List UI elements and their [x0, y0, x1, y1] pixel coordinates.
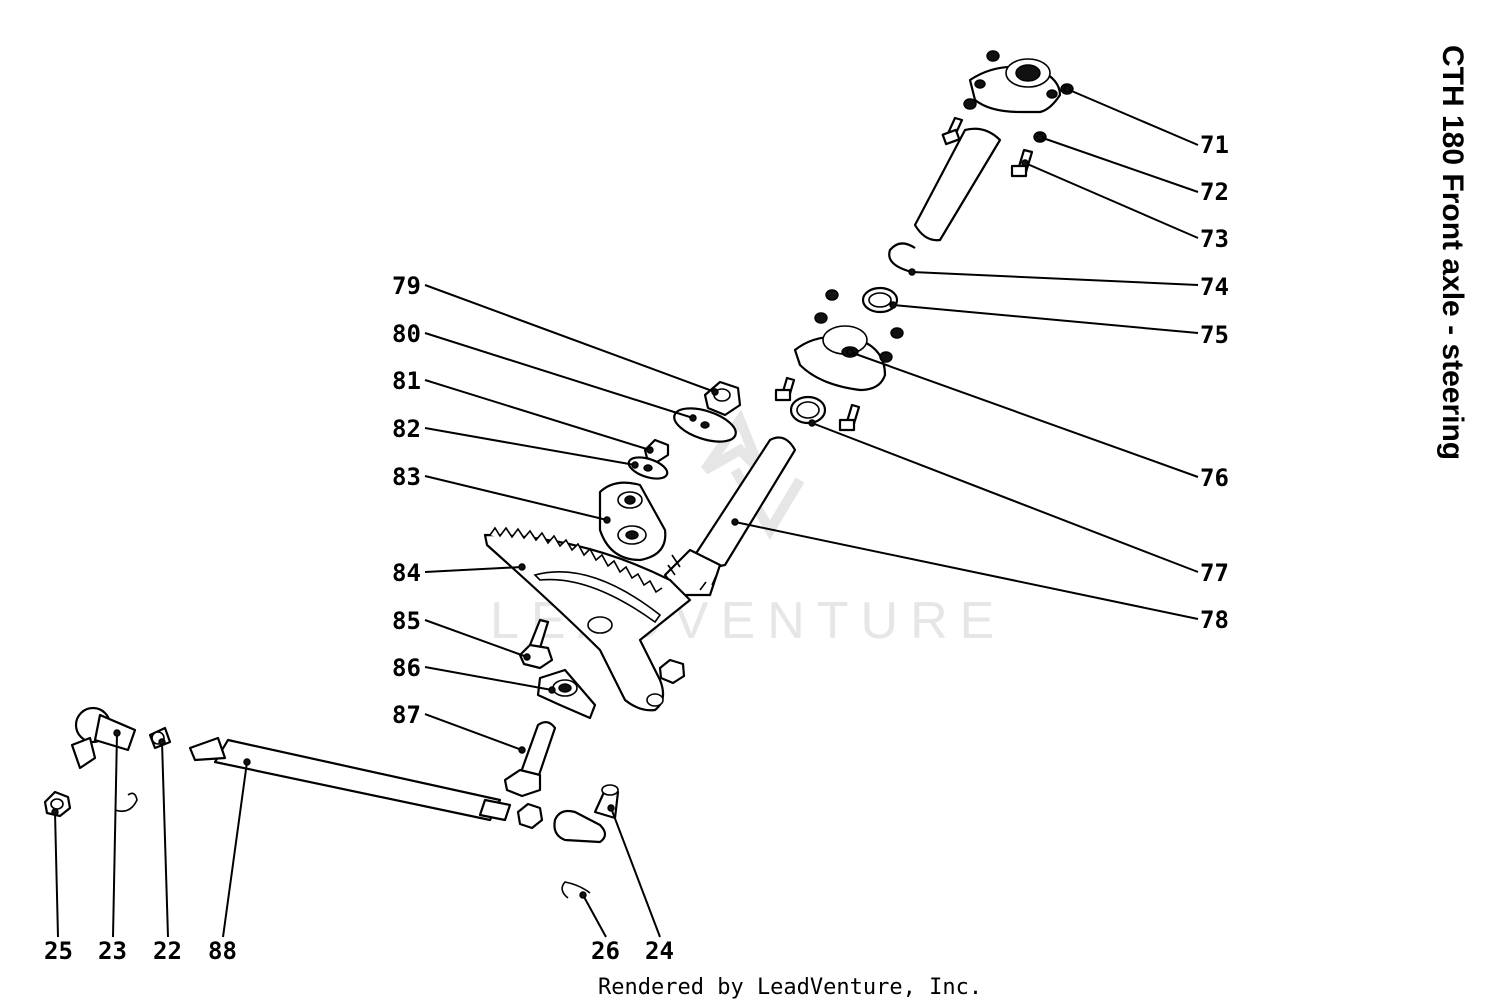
callout-77: 77	[1200, 559, 1229, 587]
callout-76: 76	[1200, 464, 1229, 492]
callout-87: 87	[392, 701, 421, 729]
drag-link-88	[188, 736, 512, 822]
callout-74: 74	[1200, 273, 1229, 301]
callout-73: 73	[1200, 225, 1229, 253]
ball-joint-23	[70, 706, 137, 770]
callout-26: 26	[591, 937, 620, 965]
callout-82: 82	[392, 415, 421, 443]
bushing-77	[789, 395, 827, 425]
nut-79	[703, 380, 742, 417]
bracket-86	[536, 668, 597, 720]
diagram-title: CTH 180 Front axle - steering	[1436, 45, 1469, 460]
callout-71: 71	[1200, 131, 1229, 159]
bolt-87	[503, 721, 557, 798]
sector-gear-84	[483, 526, 692, 712]
ball-joint-24	[553, 784, 620, 844]
nut-25	[43, 790, 72, 818]
footer-credit: Rendered by LeadVenture, Inc.	[598, 975, 982, 1000]
callout-85: 85	[392, 607, 421, 635]
steering-shaft-78	[663, 436, 797, 597]
callout-80: 80	[392, 320, 421, 348]
callout-22: 22	[153, 937, 182, 965]
nut-drag-link-right	[516, 802, 544, 830]
nut-sector	[658, 658, 686, 685]
callout-79: 79	[392, 272, 421, 300]
callout-86: 86	[392, 654, 421, 682]
callout-81: 81	[392, 367, 421, 395]
snap-ring-74	[888, 242, 916, 274]
callout-88: 88	[208, 937, 237, 965]
callout-23: 23	[98, 937, 127, 965]
bolt-85	[518, 618, 554, 670]
callout-72: 72	[1200, 178, 1229, 206]
bolts-lower-flange	[774, 376, 861, 432]
callout-24: 24	[645, 937, 674, 965]
upper-bearing-flange-71	[963, 50, 1074, 114]
upper-tube	[913, 127, 1002, 242]
callout-labels: 71 72 73 74 75 76 77 78 79 80 81 82 83 8…	[44, 131, 1229, 965]
callout-83: 83	[392, 463, 421, 491]
cotter-pin-left	[114, 792, 138, 813]
callout-75: 75	[1200, 321, 1229, 349]
bolt-upper-left	[941, 116, 964, 146]
leader-lines	[54, 88, 1199, 938]
plate-83	[598, 481, 667, 562]
callout-78: 78	[1200, 606, 1229, 634]
callout-25: 25	[44, 937, 73, 965]
bushing-75	[861, 286, 899, 314]
lower-bearing-flange-76	[793, 289, 904, 392]
callout-84: 84	[392, 559, 421, 587]
leader-dots	[51, 85, 1071, 899]
washer-82	[627, 456, 669, 480]
